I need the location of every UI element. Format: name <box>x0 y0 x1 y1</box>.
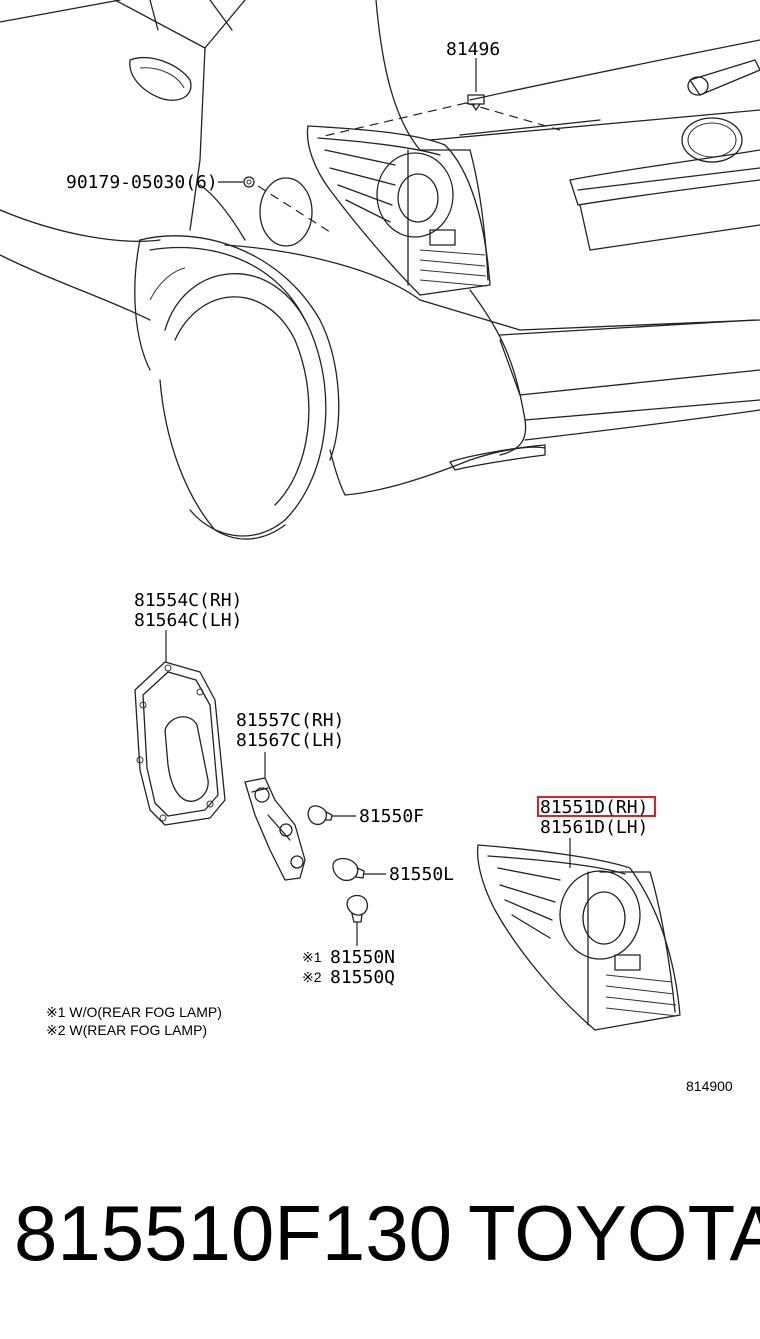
note-1: ※1 W/O(REAR FOG LAMP) <box>46 1004 222 1020</box>
label-bulb-q: 81550Q <box>330 967 395 988</box>
label-lamp-rh: 81551D(RH) <box>540 797 648 818</box>
label-cover-rh: 81554C(RH) <box>134 590 242 611</box>
marker-1: ※1 <box>302 949 322 965</box>
marker-2: ※2 <box>302 969 322 985</box>
label-cover-lh: 81564C(LH) <box>134 610 242 631</box>
highlight-box <box>537 796 656 817</box>
footer-brand: TOYOTA <box>468 1189 760 1277</box>
tail-lamp-drawing <box>476 838 681 1031</box>
diagram-code: 814900 <box>686 1078 733 1094</box>
label-bulb-l: 81550L <box>389 864 454 885</box>
installed-tail-lamp <box>306 125 491 296</box>
socket-drawing <box>244 752 306 881</box>
car-rear-illustration <box>0 0 760 540</box>
label-socket-rh: 81557C(RH) <box>236 710 344 731</box>
label-lamp-lh: 81561D(LH) <box>540 817 648 838</box>
label-bulb-f: 81550F <box>359 806 424 827</box>
label-clip: 81496 <box>446 39 500 60</box>
note-2: ※2 W(REAR FOG LAMP) <box>46 1022 207 1038</box>
label-socket-lh: 81567C(LH) <box>236 730 344 751</box>
bulbs-drawing <box>307 805 386 946</box>
label-screw: 90179-05030(6) <box>66 172 218 193</box>
service-cover-drawing <box>134 630 226 826</box>
footer-part-number: 815510F130 <box>14 1189 453 1277</box>
label-bulb-n: 81550N <box>330 947 395 968</box>
